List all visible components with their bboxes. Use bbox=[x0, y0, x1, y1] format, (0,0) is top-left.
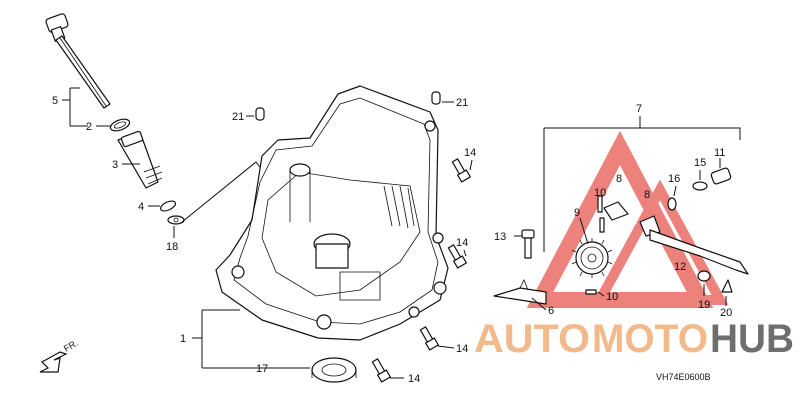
callout-14-lower: 14 bbox=[456, 343, 468, 355]
callout-7: 7 bbox=[636, 103, 642, 115]
front-label: FR. bbox=[62, 338, 80, 354]
oil-pan bbox=[215, 85, 449, 341]
watermark-logo bbox=[526, 130, 729, 308]
watermark-hub: HUB bbox=[710, 317, 794, 361]
diagram-code: VH74E0600B bbox=[656, 372, 711, 382]
pan-bolts bbox=[371, 158, 471, 383]
callout-10-bottom: 10 bbox=[606, 291, 618, 303]
dipstick-assembly bbox=[45, 13, 185, 225]
watermark-moto: MOTO bbox=[592, 317, 708, 361]
callout-9: 9 bbox=[574, 207, 580, 219]
callout-6: 6 bbox=[548, 305, 554, 317]
callout-2: 2 bbox=[86, 121, 92, 133]
oil-seal bbox=[311, 357, 357, 383]
callout-20: 20 bbox=[720, 307, 732, 319]
callout-14-top: 14 bbox=[464, 147, 476, 159]
callout-15: 15 bbox=[694, 157, 706, 169]
dowel-pins bbox=[255, 91, 441, 121]
callout-18: 18 bbox=[166, 241, 178, 253]
callout-5: 5 bbox=[52, 95, 58, 107]
callout-17: 17 bbox=[256, 363, 268, 375]
callout-10-top: 10 bbox=[594, 187, 606, 199]
callout-14-bottom: 14 bbox=[408, 373, 420, 385]
governor-group bbox=[493, 167, 749, 305]
watermark-text: AUTO MOTO HUB bbox=[474, 317, 794, 361]
watermark-auto: AUTO bbox=[474, 317, 590, 361]
callout-16: 16 bbox=[668, 173, 680, 185]
callout-21-left: 21 bbox=[232, 111, 244, 123]
callout-1: 1 bbox=[180, 333, 186, 345]
callout-12: 12 bbox=[674, 261, 686, 273]
callout-19: 19 bbox=[698, 299, 710, 311]
callout-8-right: 8 bbox=[644, 189, 650, 201]
callout-8-left: 8 bbox=[616, 173, 622, 185]
callout-21-right: 21 bbox=[456, 97, 468, 109]
callout-11: 11 bbox=[714, 147, 725, 159]
callout-13: 13 bbox=[494, 231, 506, 243]
callout-3: 3 bbox=[112, 159, 118, 171]
front-direction-arrow: FR. bbox=[39, 338, 80, 373]
callout-4: 4 bbox=[138, 201, 144, 213]
callout-14-mid: 14 bbox=[456, 237, 468, 249]
